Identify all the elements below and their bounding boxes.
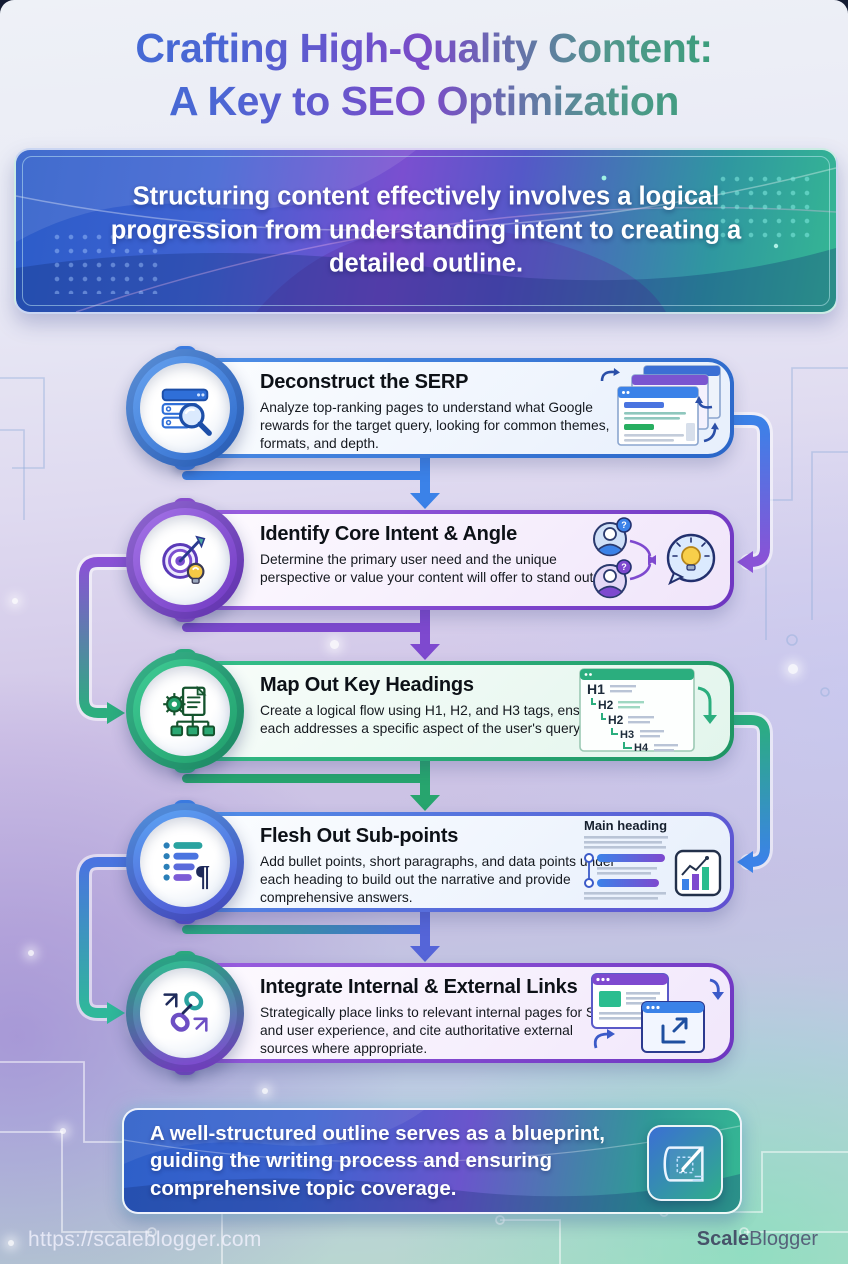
step-description: Analyze top-ranking pages to understand … xyxy=(260,400,610,451)
intro-banner: Structuring content effectively involves… xyxy=(14,148,838,314)
brand-regular: Blogger xyxy=(749,1228,818,1250)
svg-text:H4: H4 xyxy=(634,742,649,754)
card-surface xyxy=(190,514,730,606)
blueprint-pen-icon xyxy=(647,1125,723,1201)
serp-search-icon xyxy=(126,349,244,467)
icon-circle xyxy=(140,968,230,1058)
svg-text:H2: H2 xyxy=(598,698,614,712)
sparkle-dot xyxy=(12,598,18,604)
sparkle-dot xyxy=(60,1128,66,1134)
card-content: Map Out Key Headings Create a logical fl… xyxy=(260,674,730,738)
step-card: Identify Core Intent & Angle Determine t… xyxy=(126,498,734,622)
step-title: Map Out Key Headings xyxy=(260,674,474,696)
step-description: Create a logical flow using H1, H2, and … xyxy=(260,703,611,736)
footer-url: https://scaleblogger.com xyxy=(28,1228,262,1251)
svg-text:¶: ¶ xyxy=(195,860,211,892)
page-title: Crafting High-Quality Content:A Key to S… xyxy=(0,22,848,129)
sparkle-dot xyxy=(330,640,339,649)
step-card: Map Out Key Headings Create a logical fl… xyxy=(126,649,734,773)
card-content: Identify Core Intent & Angle Determine t… xyxy=(260,523,730,587)
step-description: Determine the primary user need and the … xyxy=(260,552,598,585)
icon-circle: ¶ xyxy=(140,817,230,907)
dot-grid-decor xyxy=(716,172,812,242)
users-question-to-idea-illustration: ? ? xyxy=(578,515,728,605)
steps-flow: Deconstruct the SERP Analyze top-ranking… xyxy=(0,340,848,1100)
svg-text:?: ? xyxy=(621,562,627,572)
stacked-browser-windows-illustration xyxy=(578,363,728,453)
step-title: Deconstruct the SERP xyxy=(260,371,469,393)
step-title: Flesh Out Sub-points xyxy=(260,825,459,847)
outro-banner-text: A well-structured outline serves as a bl… xyxy=(150,1122,605,1200)
outline-with-chart-illustration: Main heading xyxy=(578,817,728,907)
step-title: Integrate Internal & External Links xyxy=(260,976,578,998)
icon-circle xyxy=(140,515,230,605)
linked-browser-windows-illustration xyxy=(578,968,728,1058)
step-description: Strategically place links to relevant in… xyxy=(260,1005,616,1056)
chain-external-links-icon xyxy=(126,954,244,1072)
svg-text:H3: H3 xyxy=(620,729,634,741)
sparkle-dot xyxy=(8,1240,14,1246)
step-title: Identify Core Intent & Angle xyxy=(260,523,517,545)
icon-circle xyxy=(140,363,230,453)
svg-text:?: ? xyxy=(621,520,627,530)
sparkle-dot xyxy=(262,1088,268,1094)
outro-banner: A well-structured outline serves as a bl… xyxy=(122,1108,742,1214)
flow-connectors xyxy=(76,412,773,1024)
dot-grid-decor xyxy=(50,230,160,294)
icon-circle xyxy=(140,666,230,756)
step-card: Deconstruct the SERP Analyze top-ranking… xyxy=(126,346,734,470)
card-content: Integrate Internal & External Links Stra… xyxy=(260,976,730,1058)
brand-logo: ScaleBlogger xyxy=(697,1228,818,1251)
svg-text:Main heading: Main heading xyxy=(584,818,667,833)
step-card: Integrate Internal & External Links Stra… xyxy=(126,951,734,1075)
card-content: Deconstruct the SERP Analyze top-ranking… xyxy=(260,371,730,453)
footer: https://scaleblogger.com ScaleBlogger xyxy=(0,1214,848,1264)
intro-banner-text: Structuring content effectively involves… xyxy=(110,182,742,278)
sparkle-dot xyxy=(28,950,34,956)
card-content: Flesh Out Sub-points Add bullet points, … xyxy=(260,825,730,907)
svg-text:H2: H2 xyxy=(608,713,624,727)
bullet-list-paragraph-icon: ¶ xyxy=(126,803,244,921)
target-dart-lightbulb-icon xyxy=(126,501,244,619)
brand-bold: Scale xyxy=(696,1228,750,1250)
step-card: ¶ Flesh Out Sub-points Add bullet points… xyxy=(126,800,734,924)
banner-wave-decor xyxy=(16,150,836,312)
heading-hierarchy-illustration: H1 H2 H2 H3 H4 xyxy=(578,666,728,756)
sparkle-dot xyxy=(788,664,798,674)
gear-document-sitemap-icon xyxy=(126,652,244,770)
svg-text:H1: H1 xyxy=(587,681,605,697)
step-description: Add bullet points, short paragraphs, and… xyxy=(260,854,616,905)
